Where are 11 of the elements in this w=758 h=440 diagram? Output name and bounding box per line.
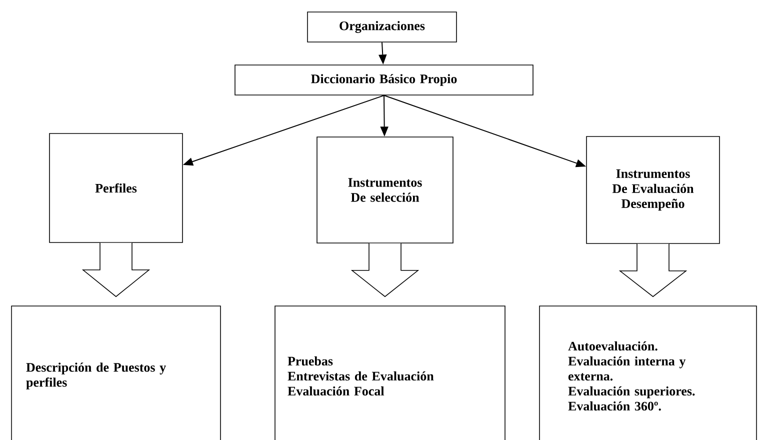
detail-box: Descripción de Puestos y perfiles [11,306,221,440]
category-box: Instrumentos De selección [316,136,454,244]
block-arrow [350,243,420,298]
title-box: Organizaciones [307,12,457,42]
block-arrow [82,242,150,298]
block-arrow [618,244,688,298]
category-box: Perfiles [49,133,183,243]
process-box: Diccionario Básico Propio [234,64,534,96]
detail-box: Pruebas Entrevistas de Evaluación Evaluación Focal [274,306,506,440]
detail-box: Autoevaluación. Evaluación interna y externa. Evaluación superiores. Evaluación 360º. [539,306,757,440]
category-box: Instrumentos De Evaluación Desempeño [586,136,720,244]
